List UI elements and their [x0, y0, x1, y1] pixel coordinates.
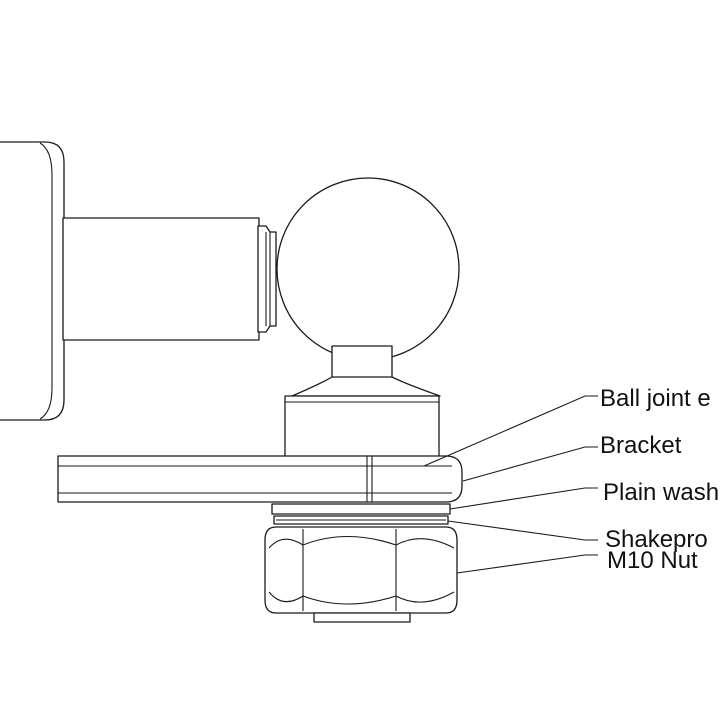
label-plain-washer: Plain wash [603, 479, 719, 506]
label-shakeproof: Shakepro [605, 526, 708, 553]
ball-joint-end [276, 177, 460, 461]
plain-washer [271, 503, 451, 515]
leader-ball-joint [423, 395, 598, 467]
leader-bracket [462, 446, 598, 482]
labels: Ball joint e Bracket Plain wash Shakepro… [600, 385, 719, 574]
label-nut: M10 Nut [607, 547, 698, 574]
leader-plain-washer [449, 487, 598, 510]
m10-nut [264, 526, 458, 623]
shaft [62, 217, 277, 341]
leader-shakeproof [447, 520, 598, 541]
mounting-block [0, 141, 65, 421]
shakeproof-washer [273, 515, 449, 525]
label-bracket: Bracket [600, 432, 682, 459]
leader-nut [456, 554, 598, 574]
leader-lines [423, 395, 598, 574]
label-ball-joint: Ball joint e [600, 385, 711, 412]
bracket-plate [57, 455, 463, 503]
